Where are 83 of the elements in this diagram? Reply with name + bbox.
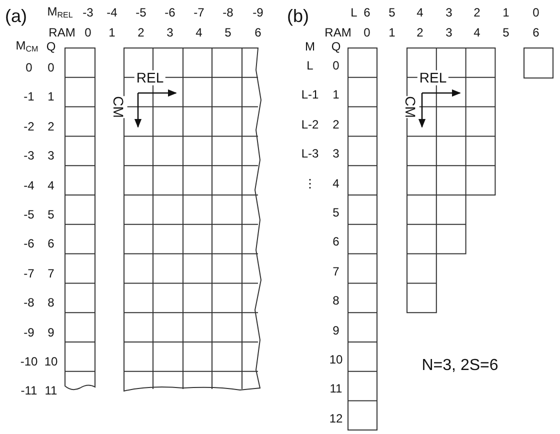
row-label: 10 — [44, 355, 58, 369]
axis-label: REL — [417, 70, 449, 86]
axis-label: Q — [331, 40, 341, 54]
row-label: 0 — [26, 61, 32, 75]
column-header: 6 — [532, 26, 540, 40]
panel-label: (a) — [5, 7, 27, 27]
column-header: 4 — [196, 26, 202, 40]
note: N=3, 2S=6 — [422, 357, 498, 375]
row-label: 3 — [332, 148, 340, 161]
column-header: 5 — [502, 26, 510, 40]
row-label: L-3 — [301, 148, 319, 161]
axis-label: M$_{REL}$ — [47, 6, 73, 20]
axis-label: M$_{CM}$ — [16, 40, 38, 54]
axis-label: REL — [134, 70, 166, 86]
column-header: -3 — [82, 6, 94, 20]
axis-label: RAM — [324, 26, 352, 40]
row-label: 9 — [48, 326, 54, 340]
row-label: 5 — [48, 208, 54, 222]
column-header: -4 — [106, 6, 118, 20]
column-header: -8 — [222, 6, 234, 20]
row-label: 9 — [332, 324, 340, 338]
row-label: 7 — [48, 267, 54, 280]
column-header: 4 — [416, 6, 424, 20]
row-label: 8 — [48, 296, 54, 310]
row-label: -5 — [24, 208, 34, 222]
row-label: 4 — [48, 179, 54, 192]
row-label: 0 — [332, 59, 340, 73]
row-label: -10 — [20, 355, 38, 369]
row-label: 10 — [329, 353, 343, 367]
row-label: -7 — [24, 267, 34, 280]
row-label: ⋮ — [304, 177, 316, 190]
row-label: -3 — [24, 150, 34, 163]
column-header: -6 — [164, 6, 176, 20]
row-label: 6 — [332, 236, 340, 249]
row-label: 2 — [48, 120, 54, 134]
axis-label: L — [350, 6, 358, 20]
column-header: 1 — [502, 6, 510, 20]
row-label: 11 — [330, 382, 342, 396]
row-label: -1 — [24, 90, 34, 104]
column-header: 5 — [224, 26, 232, 40]
row-label: 1 — [48, 90, 54, 104]
column-header: 2 — [474, 6, 480, 20]
column-header: 3 — [446, 26, 452, 40]
row-label: 11 — [44, 384, 58, 398]
row-label: 8 — [332, 294, 340, 308]
column-header: 2 — [138, 26, 144, 40]
row-label: 7 — [332, 265, 340, 278]
row-label: -6 — [24, 238, 34, 251]
column-header: 4 — [474, 26, 480, 40]
column-header: 0 — [532, 6, 540, 20]
column-header: 2 — [416, 26, 424, 40]
column-header: -7 — [194, 6, 204, 20]
panel-label: (b) — [287, 7, 309, 27]
row-label: -2 — [24, 120, 34, 134]
row-label: 2 — [332, 118, 340, 132]
row-label: 5 — [332, 206, 340, 220]
column-header: 1 — [388, 26, 396, 40]
row-label: 1 — [332, 88, 340, 102]
column-header: -5 — [136, 6, 146, 20]
column-header: 0 — [364, 26, 370, 40]
column-header: -9 — [252, 6, 264, 20]
row-label: 4 — [332, 177, 340, 190]
row-label: -9 — [24, 326, 34, 340]
row-label: 12 — [329, 412, 343, 426]
axis-label: Q — [46, 40, 56, 54]
row-label: 0 — [48, 61, 54, 75]
row-label: -8 — [24, 296, 34, 310]
row-label: 6 — [48, 238, 54, 251]
column-header: 3 — [446, 6, 452, 20]
row-label: 3 — [48, 150, 54, 163]
row-label: L-1 — [301, 88, 319, 102]
axis-label: M — [305, 40, 315, 54]
row-label: -4 — [24, 179, 34, 192]
column-header: 1 — [108, 26, 116, 40]
axis-label: RAM — [48, 26, 76, 40]
column-header: 0 — [84, 26, 92, 40]
row-label: L — [306, 59, 314, 73]
column-header: 5 — [388, 6, 396, 20]
column-header: 6 — [254, 26, 262, 40]
row-label: -11 — [20, 384, 38, 398]
column-header: 6 — [364, 6, 370, 20]
column-header: 3 — [166, 26, 174, 40]
row-label: L-2 — [301, 118, 319, 132]
